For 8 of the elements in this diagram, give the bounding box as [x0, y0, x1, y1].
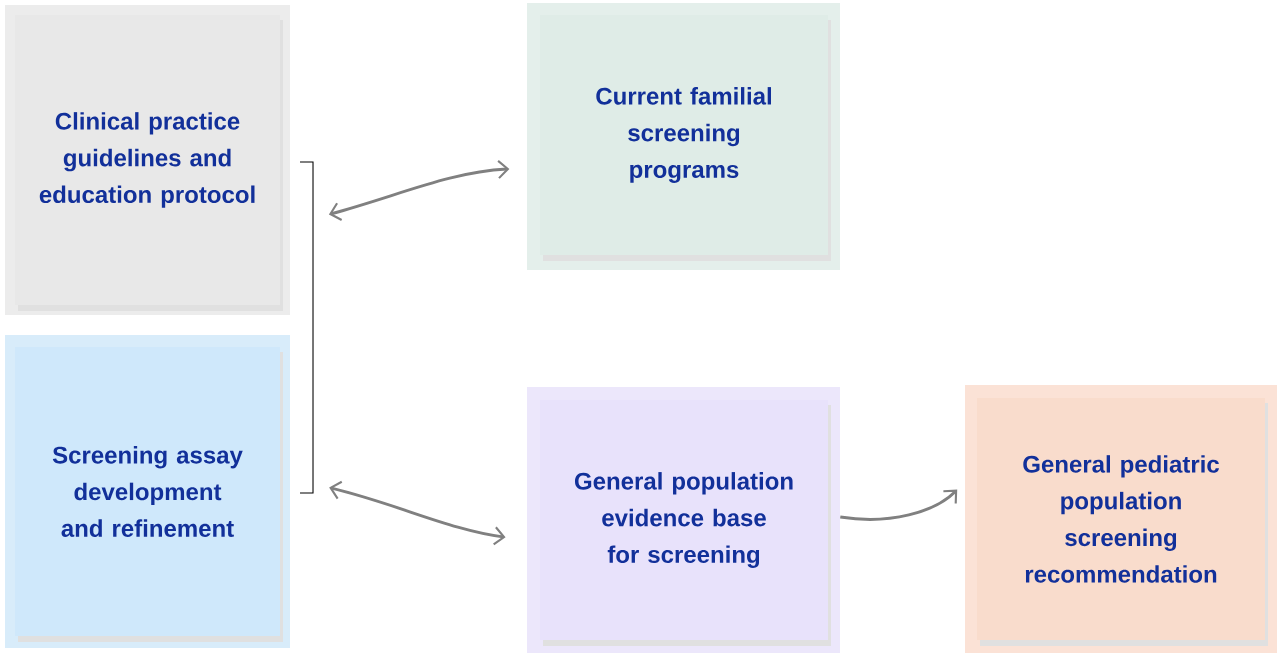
arrow: [840, 489, 958, 521]
sticky-note: General population evidence base for screening: [527, 387, 840, 653]
arrow: [329, 480, 506, 546]
sticky-note: Clinical practice guidelines and education protocol: [5, 5, 290, 315]
sticky-note: General pediatric population screening recommendation: [965, 385, 1277, 653]
sticky-note: Screening assay development and refinement: [5, 335, 290, 648]
sticky-note: Current familial screening programs: [527, 3, 840, 270]
arrow: [328, 160, 510, 221]
